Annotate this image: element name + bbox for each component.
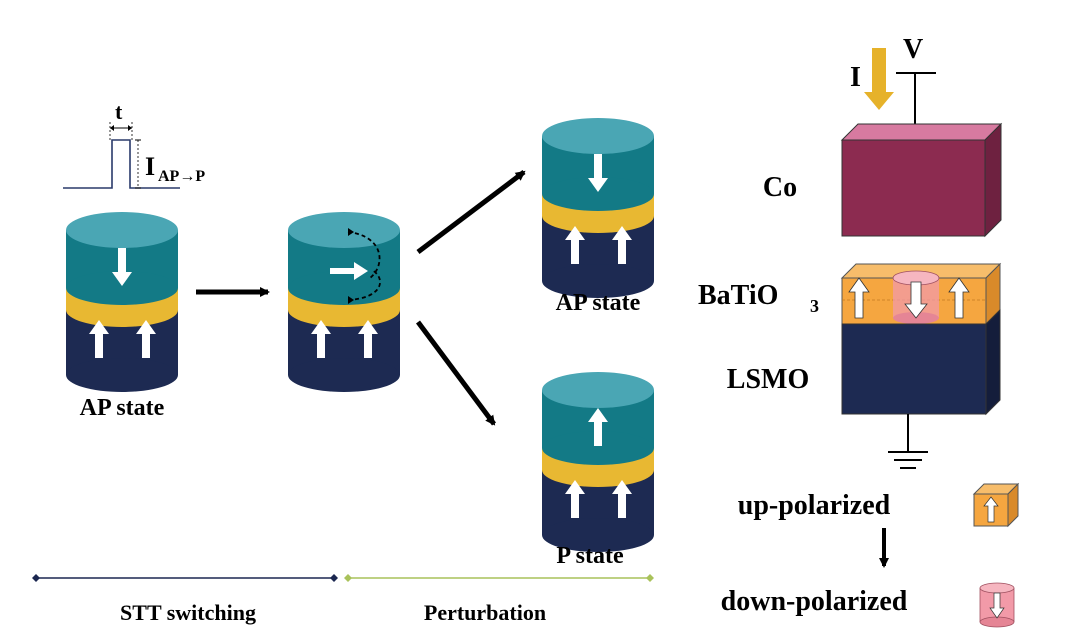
- mtj-ap-result: [542, 118, 654, 298]
- pulse-amp-label: I: [145, 152, 155, 181]
- mtj-initial: [66, 212, 178, 392]
- stage-timeline: STT switching Perturbation: [32, 574, 654, 625]
- p-result-label: P state: [556, 543, 624, 569]
- mtj-perturbed: [288, 212, 400, 392]
- legend-down-label: down-polarized: [721, 586, 908, 617]
- batio3-label: BaTiO: [698, 280, 778, 311]
- pulse-width-label: t: [115, 99, 123, 124]
- down-polarized-cylinder-icon: [979, 582, 1015, 628]
- polarization-legend: up-polarized down-polarized: [721, 482, 1020, 628]
- current-arrow-icon: [864, 48, 894, 110]
- branch-arrow-ap: [416, 170, 526, 254]
- ap-result-label: AP state: [556, 290, 641, 316]
- legend-up-label: up-polarized: [738, 490, 891, 521]
- co-label: Co: [763, 172, 797, 203]
- pulse-amp-subscript: AP→P: [158, 168, 205, 185]
- stage-perturb-label: Perturbation: [424, 600, 546, 625]
- current-pulse: t I AP→P: [63, 99, 205, 189]
- voltage-label: V: [903, 34, 923, 65]
- stage-stt-label: STT switching: [120, 600, 256, 625]
- initial-state-label: AP state: [80, 395, 165, 421]
- device-stack: I V Co BaTiO 3 LSMO: [698, 34, 1003, 469]
- up-polarized-cube-icon: [972, 482, 1020, 528]
- current-label: I: [850, 62, 861, 93]
- mtj-p-result: [542, 372, 654, 552]
- lsmo-label: LSMO: [727, 364, 809, 395]
- branch-arrow-p: [415, 320, 497, 426]
- batio3-subscript: 3: [810, 296, 819, 316]
